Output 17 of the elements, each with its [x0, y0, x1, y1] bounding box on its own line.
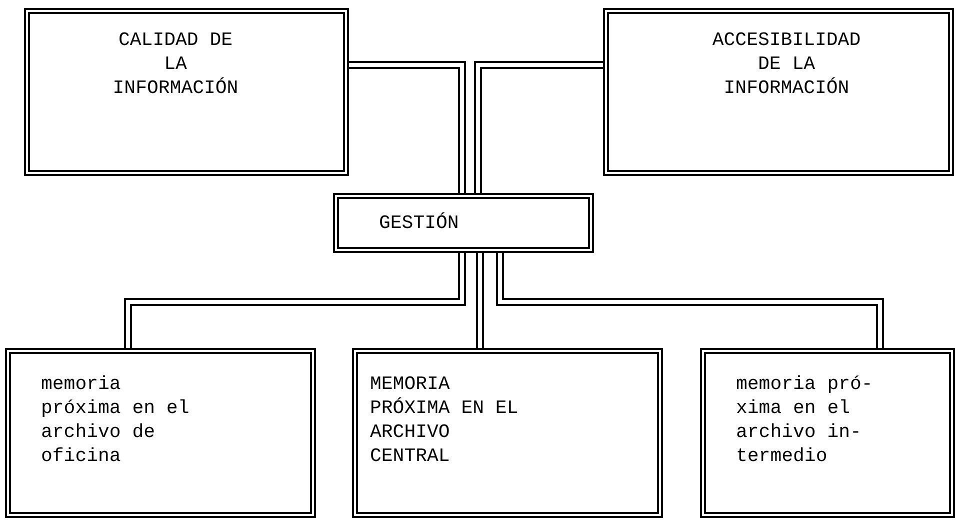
text-box: [24, 8, 349, 176]
box-label: CALIDAD DE LA INFORMACIÓN: [112, 28, 240, 100]
box-label: GESTIÓN: [379, 211, 460, 235]
connector-line: [124, 253, 466, 348]
box-label: memoria próxima en el archivo de oficina: [41, 372, 190, 468]
box-label: MEMORIA PRÓXIMA EN EL ARCHIVO CENTRAL: [370, 372, 520, 468]
connector-line: [476, 253, 484, 348]
text-box: [700, 348, 955, 518]
connector-line: [474, 61, 603, 193]
box-label: ACCESIBILIDAD DE LA INFORMACIÓN: [711, 28, 862, 100]
connector-line: [496, 253, 884, 348]
text-box: [333, 193, 594, 253]
connector-line: [349, 61, 466, 193]
text-box: [352, 348, 663, 518]
text-box: [603, 8, 954, 176]
box-label: memoria pró- xima en el archivo in- termedio: [736, 372, 874, 468]
text-box: [5, 348, 316, 518]
